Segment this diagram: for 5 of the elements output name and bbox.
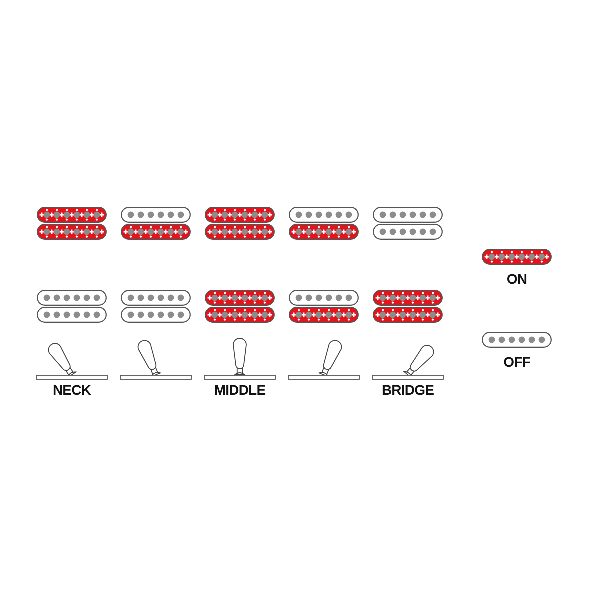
- position-label: BRIDGE: [382, 383, 434, 397]
- legend-label: ON: [506, 272, 528, 286]
- position-label: MIDDLE: [214, 383, 266, 397]
- legend-label: OFF: [504, 355, 530, 369]
- position-label: NECK: [52, 383, 92, 397]
